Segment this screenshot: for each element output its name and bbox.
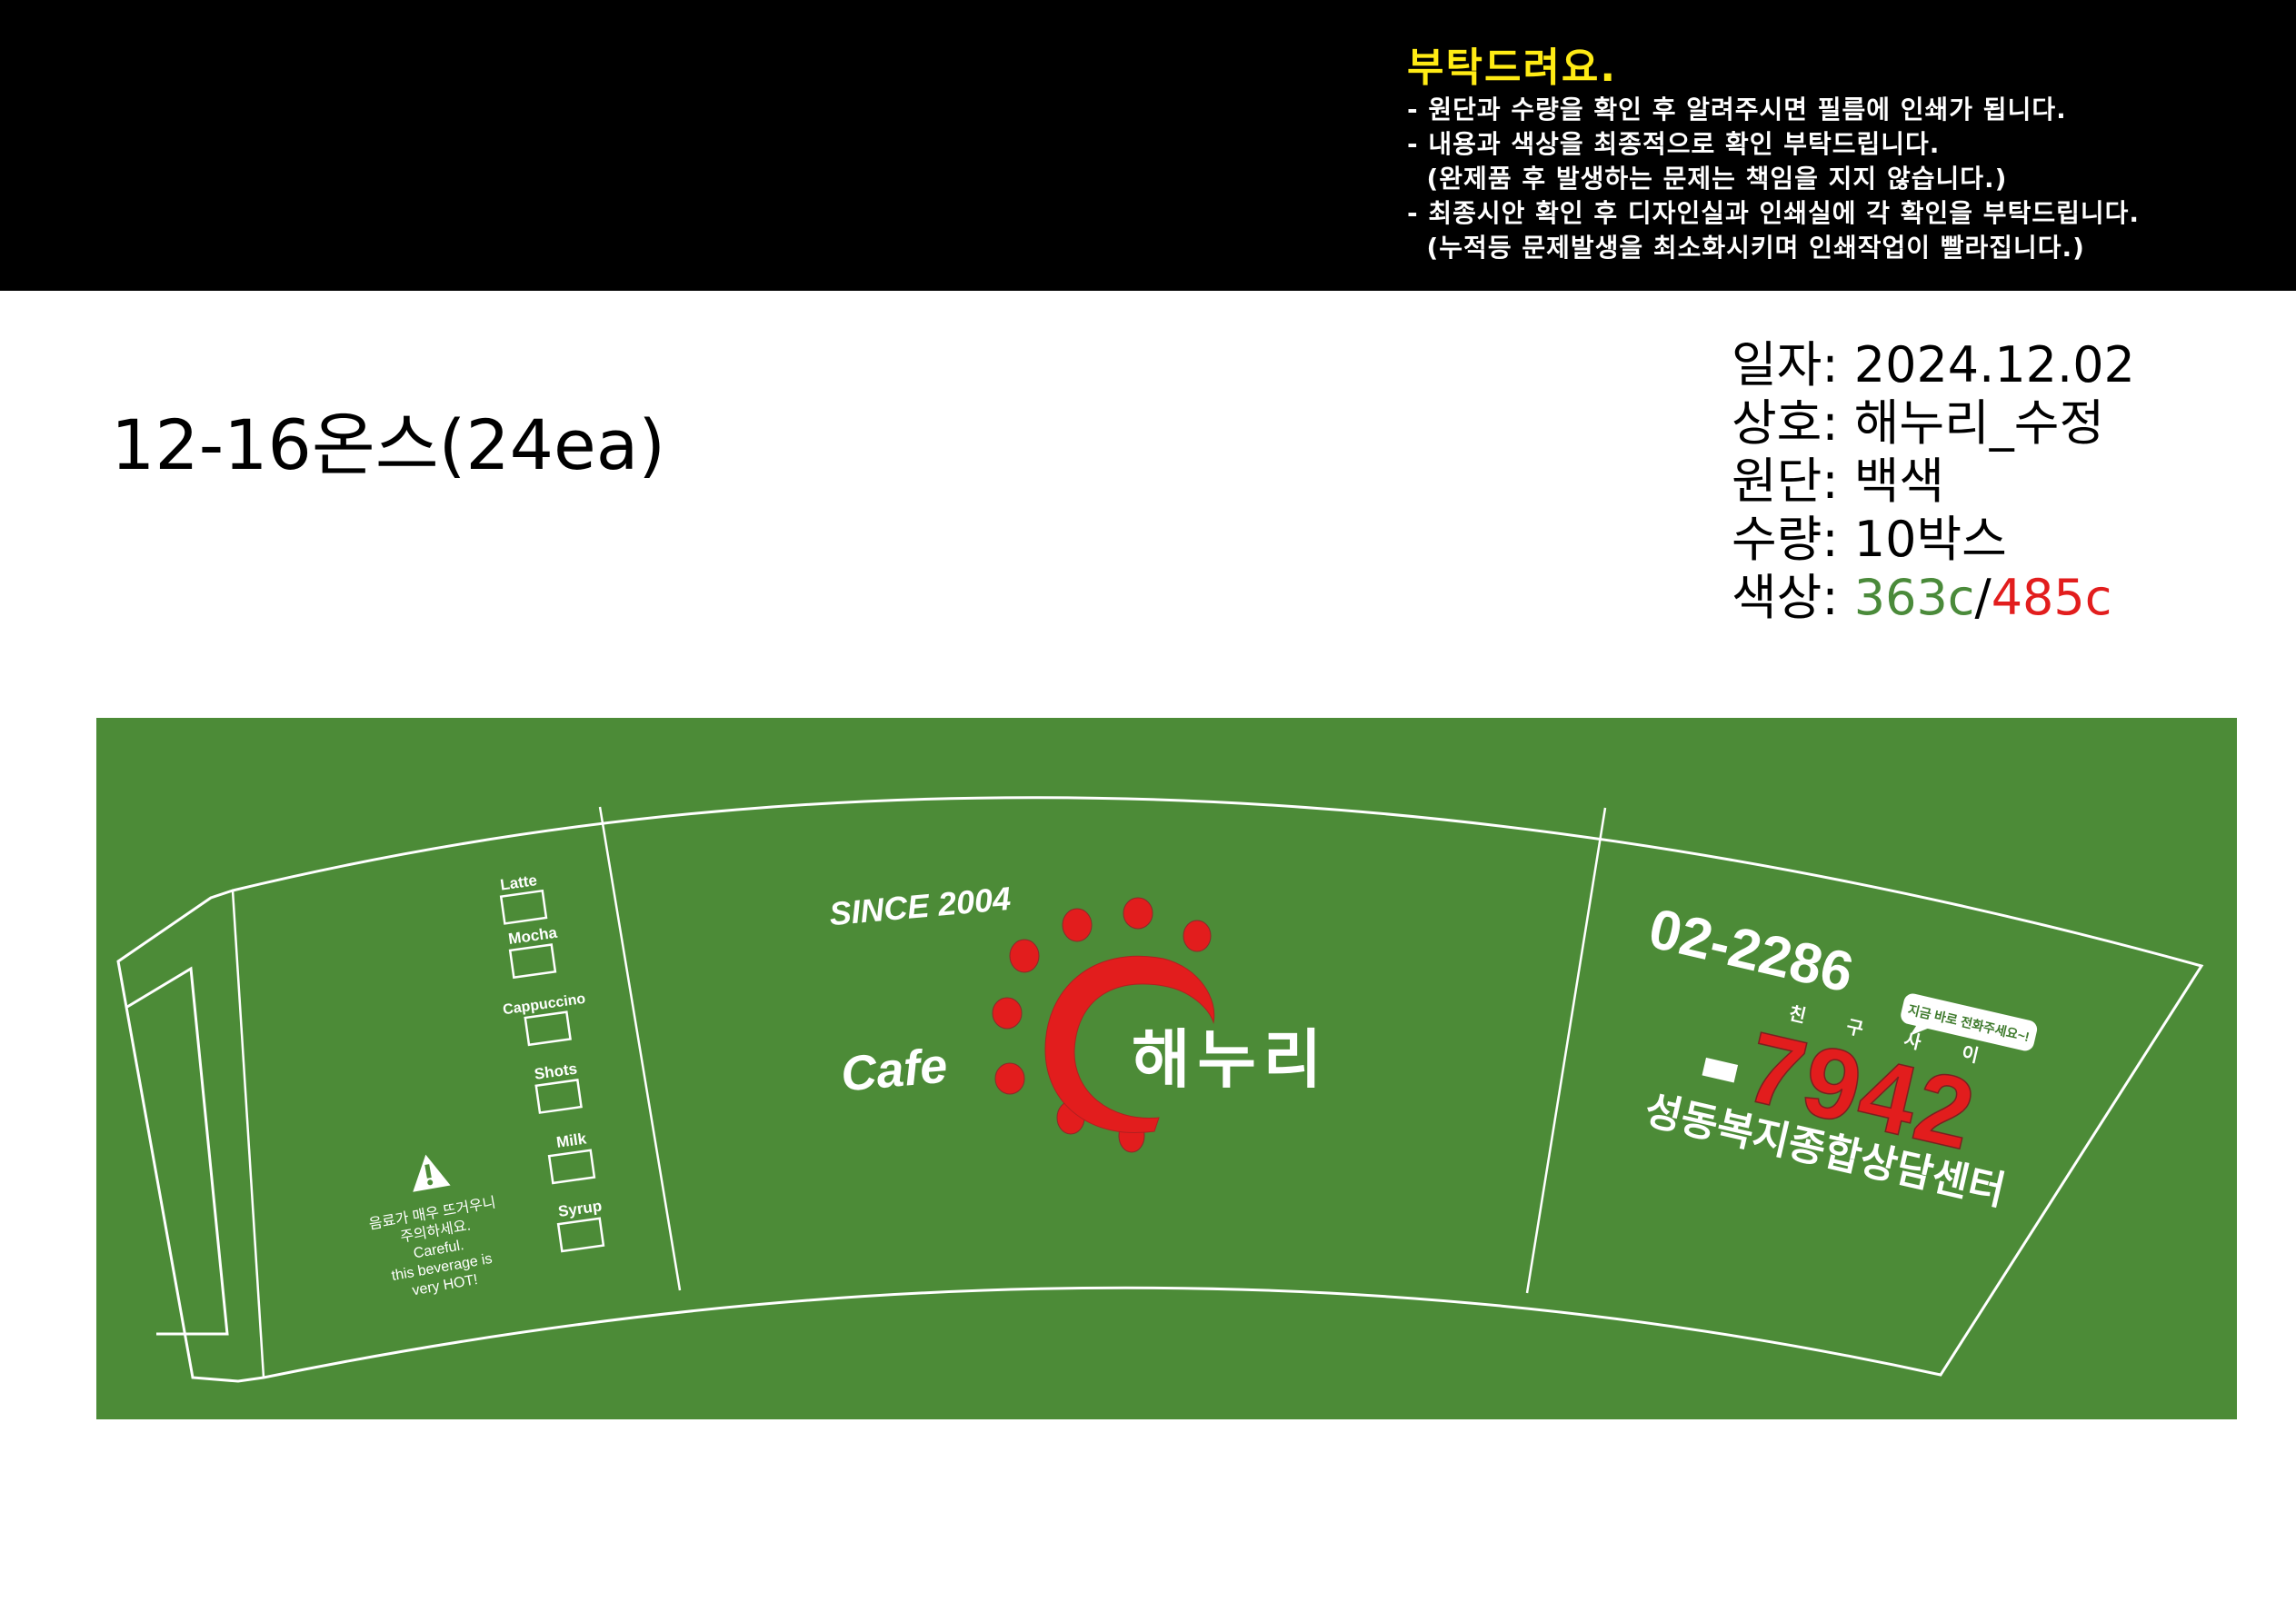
order-company: 상호: 해누리_수정 bbox=[1732, 394, 2135, 453]
phone-dash bbox=[1702, 1057, 1739, 1083]
checkbox-label-syrup: Syrup bbox=[557, 1197, 603, 1220]
checkbox-mocha[interactable] bbox=[508, 943, 557, 980]
seam-line-left bbox=[231, 890, 265, 1378]
checkbox-label-shots: Shots bbox=[534, 1060, 578, 1082]
checkbox-syrup[interactable] bbox=[556, 1217, 605, 1253]
notice-line: (완제품 후 발생하는 문제는 책임을 지지 않습니다.) bbox=[1407, 164, 2008, 194]
color-value-363c: 363c bbox=[1853, 569, 1975, 626]
fold-line-2 bbox=[1525, 807, 1607, 1294]
hot-warning: 음료가 매우 뜨거우니 주의하세요. Careful. this beverag… bbox=[367, 1154, 497, 1299]
checkbox-shots[interactable] bbox=[534, 1078, 583, 1114]
company-label: 상호: bbox=[1732, 394, 1839, 452]
color-value-485c: 485c bbox=[1991, 569, 2112, 626]
checkbox-label-milk: Milk bbox=[555, 1129, 588, 1150]
notice-line: - 최종시안 확인 후 디자인실과 인쇄실에 각 확인을 부탁드립니다. bbox=[1407, 198, 2141, 228]
mnemonic-char: 구 bbox=[1844, 1017, 1865, 1040]
cafe-name: 해누리 bbox=[1132, 1024, 1329, 1095]
order-info: 일자: 2024.12.02 상호: 해누리_수정 원단: 백색 수량: 10박… bbox=[1732, 336, 2135, 627]
date-value: 2024.12.02 bbox=[1853, 336, 2135, 393]
phone-prefix: 02-2286 bbox=[1643, 897, 1859, 1004]
cup-outline bbox=[116, 796, 2204, 1383]
mnemonic-char: 이 bbox=[1960, 1042, 1981, 1067]
checkbox-cappuccino[interactable] bbox=[524, 1010, 572, 1047]
company-value: 해누리_수정 bbox=[1853, 394, 2105, 452]
glue-flap bbox=[126, 966, 229, 1336]
cafe-logo: SINCE 2004 Cafe 해누리 bbox=[828, 880, 1329, 1153]
order-date: 일자: 2024.12.02 bbox=[1732, 336, 2135, 394]
date-label: 일자: bbox=[1732, 336, 1839, 393]
fold-line-1 bbox=[598, 806, 682, 1291]
notice-header: 부탁드려요. - 원단과 수량을 확인 후 알려주시면 필름에 인쇄가 됩니다.… bbox=[0, 0, 2296, 291]
notice-line: - 내용과 색상을 최종적으로 확인 부탁드립니다. bbox=[1407, 129, 1941, 159]
cup-spec-title: 12-16온스(24ea) bbox=[111, 404, 666, 485]
color-label: 색상: bbox=[1732, 569, 1839, 626]
notice-list: - 원단과 수량을 확인 후 알려주시면 필름에 인쇄가 됩니다. - 내용과 … bbox=[1407, 93, 2140, 265]
notice-title: 부탁드려요. bbox=[1407, 45, 1618, 91]
order-color: 색상: 363c/485c bbox=[1732, 569, 2135, 627]
material-label: 원단: bbox=[1732, 453, 1839, 510]
order-checkbox-list: Latte Mocha Cappuccino Shots Milk Syrup bbox=[499, 871, 605, 1253]
cafe-text: Cafe bbox=[839, 1039, 950, 1102]
checkbox-label-latte: Latte bbox=[499, 871, 538, 893]
checkbox-milk[interactable] bbox=[547, 1149, 596, 1185]
red-sun-logo-icon bbox=[992, 897, 1215, 1153]
order-quantity: 수량: 10박스 bbox=[1732, 511, 2135, 569]
mnemonic-char: 친 bbox=[1787, 1003, 1808, 1028]
quantity-value: 10박스 bbox=[1853, 511, 2007, 568]
material-value: 백색 bbox=[1853, 453, 1945, 510]
since-text: SINCE 2004 bbox=[828, 880, 1013, 932]
quantity-label: 수량: bbox=[1732, 511, 1839, 568]
warning-triangle-icon bbox=[413, 1154, 451, 1192]
cup-print-panel bbox=[96, 718, 2237, 1419]
notice-line: - 원단과 수량을 확인 후 알려주시면 필름에 인쇄가 됩니다. bbox=[1407, 95, 2067, 124]
contact-block: 02-2286 7942 친 구 사 이 지금 바로 전화주세요~! 성동복지종… bbox=[1641, 897, 2038, 1214]
checkbox-latte[interactable] bbox=[499, 889, 548, 925]
color-separator: / bbox=[1974, 569, 1992, 626]
mnemonic-char: 사 bbox=[1902, 1030, 1923, 1054]
order-material: 원단: 백색 bbox=[1732, 453, 2135, 511]
notice-line: (누적등 문제발생을 최소화시키며 인쇄작업이 빨라집니다.) bbox=[1407, 233, 2085, 263]
